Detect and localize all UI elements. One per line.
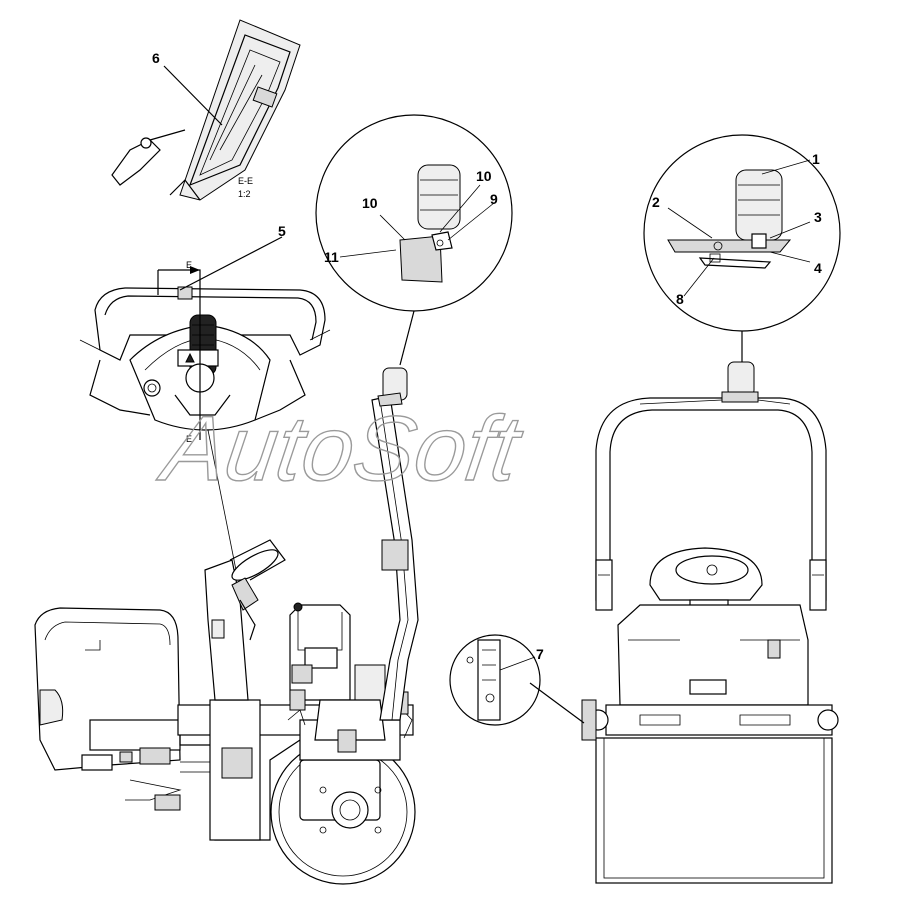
callout-8: 8 (676, 291, 684, 307)
callout-10-left: 10 (362, 195, 378, 211)
callout-7: 7 (536, 646, 544, 662)
detail-circle-beacon-side (315, 114, 513, 366)
roller-side-view (34, 367, 419, 885)
callout-1: 1 (812, 151, 820, 167)
leader-line-console (207, 429, 239, 581)
detail-view-e-e: E-E 1:2 (111, 19, 301, 201)
callout-10-upper: 10 (476, 168, 492, 184)
callout-11: 11 (324, 249, 339, 265)
detail-circle-mount (449, 634, 585, 726)
callout-3: 3 (814, 209, 822, 225)
callout-9: 9 (490, 191, 498, 207)
steering-console-view: E E (79, 236, 331, 444)
section-marker-e-top: E (186, 260, 192, 270)
callout-6: 6 (152, 50, 160, 66)
section-marker-e-bottom: E (186, 434, 192, 444)
callout-4: 4 (814, 260, 822, 276)
section-label: E-E (238, 176, 253, 186)
callout-5: 5 (278, 223, 286, 239)
callout-2: 2 (652, 194, 660, 210)
watermark: AutoSoft (153, 396, 529, 499)
section-scale: 1:2 (238, 189, 251, 199)
callout-labels: 1 2 3 4 5 6 7 8 9 10 10 11 (152, 50, 822, 662)
detail-circle-beacon-rear (643, 134, 841, 368)
roller-rear-view (581, 361, 839, 884)
